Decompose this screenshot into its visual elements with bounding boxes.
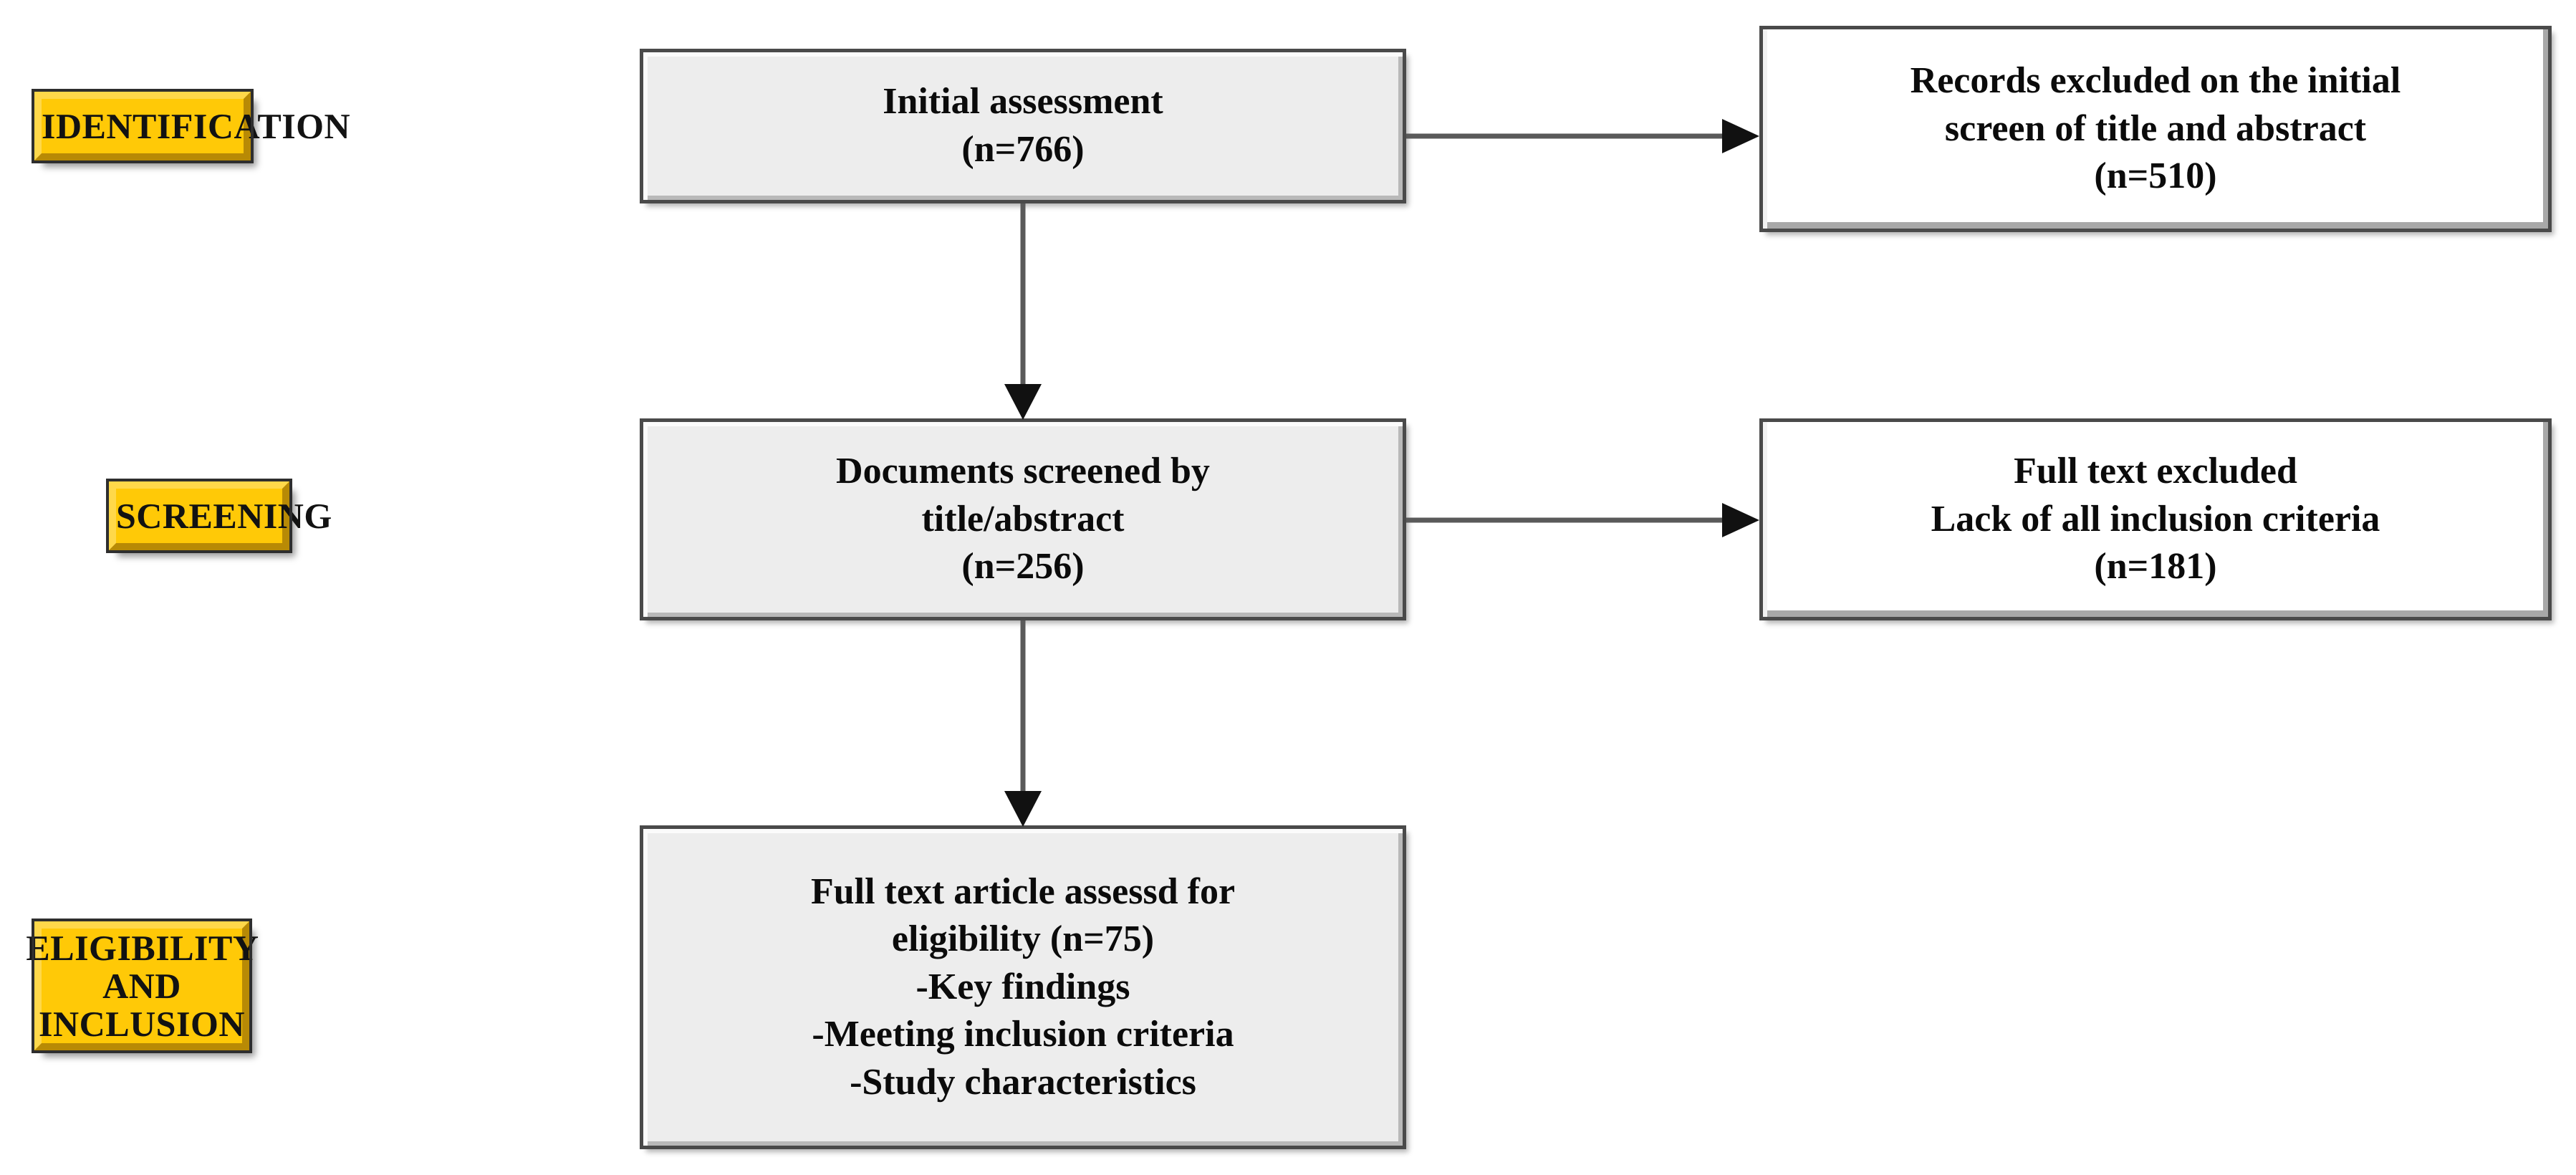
box-records-excluded-line-1: Records excluded on the initial [1910,60,2401,102]
stage-label-identification: IDENTIFICATION [32,89,351,163]
box-initial-assessment-line-1: Initial assessment [883,81,1163,123]
box-full-text-eligibility-line-3: -Key findings [915,966,1130,1007]
box-initial-assessment: Initial assessment (n=766) [640,49,1406,203]
arrowhead-down-icon [1004,791,1042,827]
box-documents-screened: Documents screened by title/abstract (n=… [640,418,1406,620]
box-records-excluded-line-3: (n=510) [2094,155,2217,197]
box-records-excluded-text: Records excluded on the initial screen o… [1763,57,2548,201]
box-full-text-excluded-line-3: (n=181) [2094,546,2217,588]
box-initial-assessment-text: Initial assessment (n=766) [643,78,1403,173]
arrowhead-down-icon [1004,384,1042,420]
box-full-text-eligibility-line-4: -Meeting inclusion criteria [812,1014,1234,1055]
box-records-excluded-line-2: screen of title and abstract [1944,107,2367,149]
box-documents-screened-text: Documents screened by title/abstract (n=… [643,448,1403,591]
arrow-documents-screened-to-eligibility [1004,620,1042,827]
box-documents-screened-line-2: title/abstract [921,498,1125,539]
stage-label-eligibility-line-2: INCLUSION [39,1003,245,1044]
stage-label-eligibility-and-inclusion: ELIGIBILITY AND INCLUSION [26,919,259,1053]
arrow-initial-to-records-excluded [1406,119,1759,153]
box-records-excluded: Records excluded on the initial screen o… [1759,26,2552,232]
box-full-text-article-eligibility: Full text article assessd for eligibilit… [640,825,1406,1149]
arrow-documents-screened-to-full-text-excluded [1406,503,1759,537]
stage-label-eligibility-text: ELIGIBILITY AND INCLUSION [26,927,259,1044]
arrow-initial-to-documents-screened [1004,203,1042,420]
box-full-text-excluded-line-1: Full text excluded [2014,451,2297,492]
stage-label-identification-text: IDENTIFICATION [42,105,351,146]
arrowhead-right-icon [1722,119,1759,153]
box-documents-screened-line-3: (n=256) [961,546,1085,588]
box-documents-screened-line-1: Documents screened by [836,451,1210,492]
box-initial-assessment-line-2: (n=766) [961,129,1085,170]
stage-label-screening: SCREENING [106,479,332,553]
box-full-text-eligibility-line-2: eligibility (n=75) [891,919,1155,960]
box-full-text-excluded: Full text excluded Lack of all inclusion… [1759,418,2552,620]
box-full-text-eligibility-line-1: Full text article assessd for [810,871,1236,912]
box-full-text-excluded-text: Full text excluded Lack of all inclusion… [1763,448,2548,591]
box-full-text-eligibility-line-5: -Study characteristics [850,1061,1196,1103]
box-full-text-excluded-line-2: Lack of all inclusion criteria [1931,498,2380,539]
arrowhead-right-icon [1722,503,1759,537]
stage-label-screening-text: SCREENING [116,495,332,536]
stage-label-eligibility-line-1: ELIGIBILITY AND [26,927,259,1006]
box-full-text-article-eligibility-text: Full text article assessd for eligibilit… [643,868,1403,1107]
